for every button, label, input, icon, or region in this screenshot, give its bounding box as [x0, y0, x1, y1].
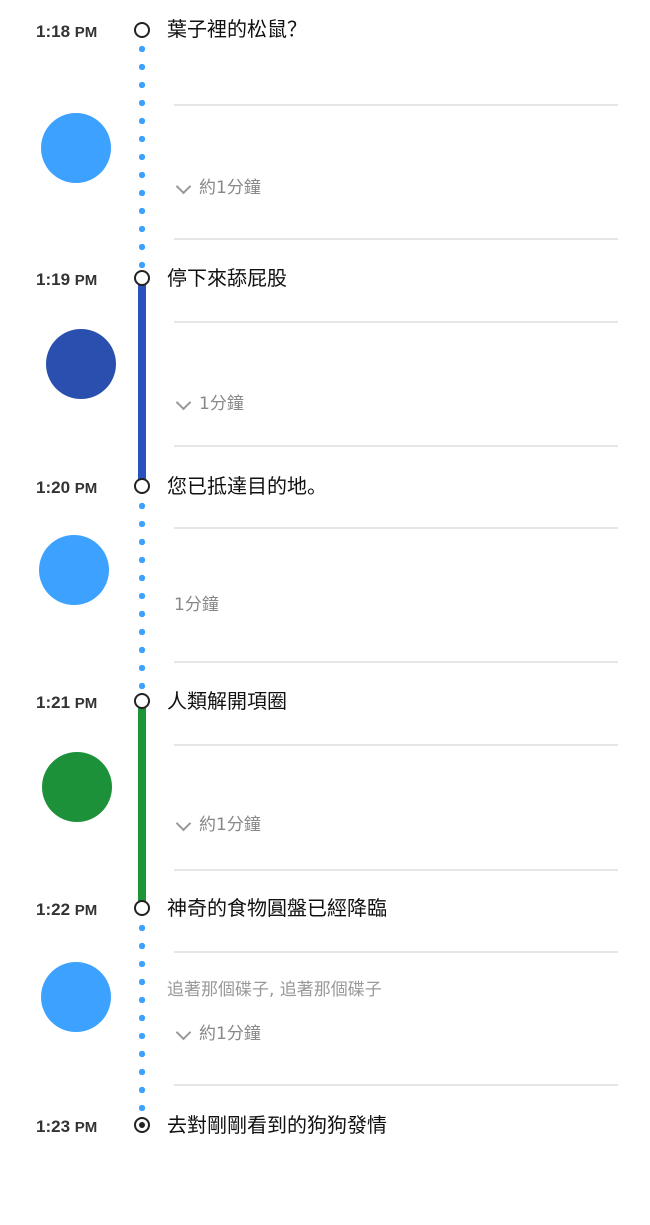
step-time: 1:23 PM [36, 1117, 98, 1136]
segment-detail: 追著那個碟子, 追著那個碟子 [167, 980, 382, 1000]
transit-line-blue [138, 285, 146, 481]
step-node-icon [134, 270, 150, 286]
duration-toggle[interactable]: 1分鐘 [174, 393, 244, 415]
destination-node-icon [134, 1117, 150, 1133]
divider [174, 445, 618, 447]
divider [174, 661, 618, 663]
divider [174, 951, 618, 953]
walk-mode-icon [41, 962, 111, 1032]
walk-line [139, 497, 145, 693]
step-time: 1:21 PM [36, 693, 98, 712]
step-node-icon [134, 478, 150, 494]
step-title[interactable]: 您已抵達目的地。 [167, 474, 327, 498]
transit-line-green [138, 708, 146, 903]
duration-text: 1分鐘 [174, 595, 219, 615]
divider [174, 869, 618, 871]
step-node-icon [134, 693, 150, 709]
walk-mode-icon [39, 535, 109, 605]
step-node-icon [134, 22, 150, 38]
step-node-icon [134, 900, 150, 916]
divider [174, 527, 618, 529]
divider [174, 104, 618, 106]
step-time: 1:20 PM [36, 478, 98, 497]
chevron-down-icon [175, 394, 192, 410]
train-mode-icon [42, 752, 112, 822]
duration-toggle[interactable]: 約1分鐘 [174, 177, 261, 199]
step-title[interactable]: 神奇的食物圓盤已經降臨 [167, 896, 387, 920]
divider [174, 1084, 618, 1086]
step-title[interactable]: 葉子裡的松鼠？ [167, 17, 307, 41]
chevron-down-icon [175, 178, 192, 194]
step-time: 1:22 PM [36, 900, 98, 919]
step-time: 1:19 PM [36, 270, 98, 289]
step-title[interactable]: 人類解開項圈 [167, 689, 287, 713]
duration-toggle[interactable]: 約1分鐘 [174, 1023, 261, 1045]
walk-line [139, 919, 145, 1117]
divider [174, 321, 618, 323]
chevron-down-icon [175, 1024, 192, 1040]
divider [174, 744, 618, 746]
step-title[interactable]: 停下來舔屁股 [167, 266, 287, 290]
walk-mode-icon [41, 113, 111, 183]
divider [174, 238, 618, 240]
chevron-down-icon [175, 815, 192, 831]
walk-line [139, 40, 145, 268]
duration-toggle[interactable]: 約1分鐘 [174, 814, 261, 836]
bus-mode-icon [46, 329, 116, 399]
step-time: 1:18 PM [36, 22, 98, 41]
step-title[interactable]: 去對剛剛看到的狗狗發情 [167, 1113, 387, 1137]
